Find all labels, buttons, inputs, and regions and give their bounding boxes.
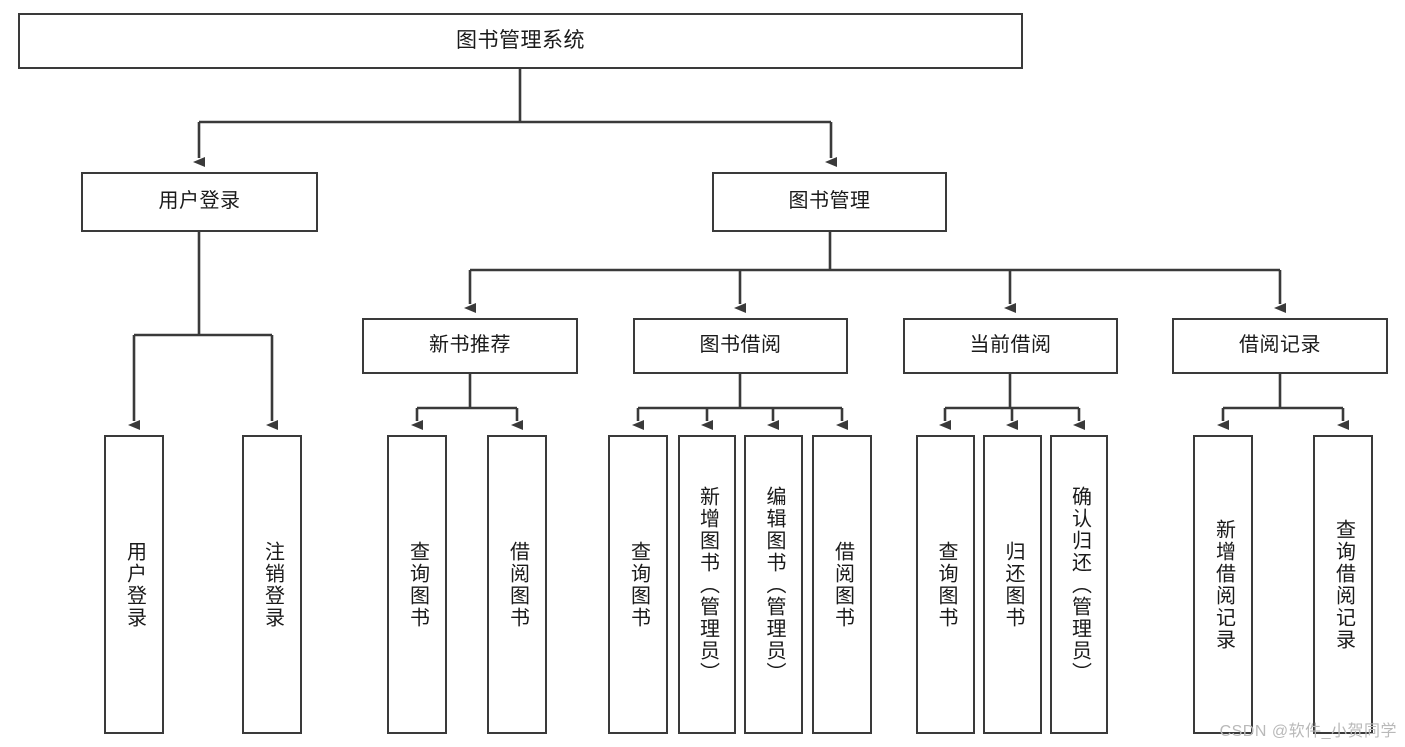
wire-group-user-login [128, 232, 278, 430]
node-leaf-user-login-label: 用户登录 [123, 540, 146, 629]
node-new-book-recommend[interactable]: 新书推荐 [362, 318, 578, 374]
node-loan-record[interactable]: 借阅记录 [1172, 318, 1388, 374]
node-user-login[interactable]: 用户登录 [81, 172, 318, 232]
node-root[interactable]: 图书管理系统 [18, 13, 1023, 69]
node-leaf-add-loan-record[interactable]: 新增借阅记录 [1193, 435, 1253, 734]
node-book-borrow[interactable]: 图书借阅 [633, 318, 848, 374]
node-leaf-borrow-book[interactable]: 借阅图书 [812, 435, 872, 734]
node-leaf-query-loan-record[interactable]: 查询借阅记录 [1313, 435, 1373, 734]
watermark-text: CSDN @软件_小贺同学 [1219, 723, 1397, 740]
node-leaf-add-book[interactable]: 新增图书（管理员） [678, 435, 736, 734]
node-leaf-add-book-label: 新增图书（管理员） [696, 485, 719, 684]
node-book-manage-label: 图书管理 [788, 190, 871, 213]
node-leaf-query-book-recommend[interactable]: 查询图书 [387, 435, 447, 734]
wire-group-loan-record [1217, 374, 1349, 430]
node-leaf-user-logout[interactable]: 注销登录 [242, 435, 302, 734]
wire-group-root [193, 69, 837, 167]
node-leaf-query-book-current-label: 查询图书 [935, 540, 957, 629]
node-current-loan-label: 当前借阅 [969, 334, 1052, 357]
wire-group-new-book-rec [411, 374, 523, 430]
node-leaf-confirm-return-label: 确认归还（管理员） [1068, 485, 1091, 684]
node-leaf-return-book-label: 归还图书 [1002, 540, 1024, 629]
node-user-login-label: 用户登录 [158, 190, 241, 213]
node-leaf-query-book-current[interactable]: 查询图书 [916, 435, 975, 734]
node-book-borrow-label: 图书借阅 [699, 334, 782, 357]
wire-group-book-manage [464, 232, 1286, 313]
node-leaf-confirm-return[interactable]: 确认归还（管理员） [1050, 435, 1108, 734]
node-book-manage[interactable]: 图书管理 [712, 172, 947, 232]
node-leaf-add-loan-record-label: 新增借阅记录 [1212, 518, 1235, 651]
node-root-label: 图书管理系统 [456, 28, 585, 52]
node-leaf-return-book[interactable]: 归还图书 [983, 435, 1042, 734]
wire-group-book-borrow [632, 374, 848, 430]
node-current-loan[interactable]: 当前借阅 [903, 318, 1118, 374]
node-leaf-edit-book[interactable]: 编辑图书（管理员） [744, 435, 803, 734]
wire-group-current-loan [939, 374, 1085, 430]
node-new-book-recommend-label: 新书推荐 [429, 334, 511, 357]
node-leaf-query-book-recommend-label: 查询图书 [406, 540, 429, 629]
node-leaf-user-login[interactable]: 用户登录 [104, 435, 164, 734]
node-leaf-edit-book-label: 编辑图书（管理员） [763, 485, 785, 684]
node-leaf-borrow-book-recommend-label: 借阅图书 [506, 540, 529, 629]
node-leaf-borrow-book-label: 借阅图书 [831, 540, 854, 629]
node-leaf-query-book-borrow[interactable]: 查询图书 [608, 435, 668, 734]
node-loan-record-label: 借阅记录 [1239, 334, 1321, 357]
node-leaf-query-loan-record-label: 查询借阅记录 [1332, 518, 1355, 651]
node-leaf-user-logout-label: 注销登录 [261, 540, 284, 629]
node-leaf-borrow-book-recommend[interactable]: 借阅图书 [487, 435, 547, 734]
node-leaf-query-book-borrow-label: 查询图书 [627, 540, 650, 629]
